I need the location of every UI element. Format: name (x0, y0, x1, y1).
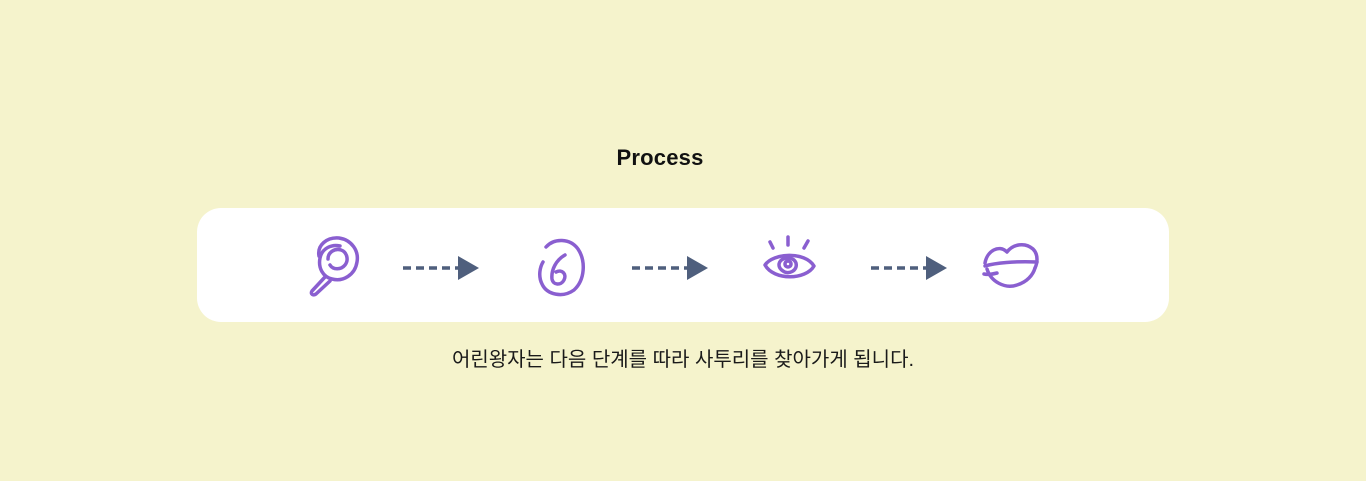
lips-icon (979, 238, 1043, 294)
arrow-right-icon (630, 255, 710, 281)
section-title: Process (616, 145, 704, 170)
eye-icon (759, 233, 819, 293)
process-description: 어린왕자는 다음 단계를 따라 사투리를 찾아가게 됩니다. (451, 349, 915, 371)
number-six-icon (530, 234, 590, 300)
magnifier-icon (301, 232, 371, 298)
process-card (197, 208, 1169, 322)
arrow-right-icon (869, 255, 949, 281)
arrow-right-icon (401, 255, 481, 281)
